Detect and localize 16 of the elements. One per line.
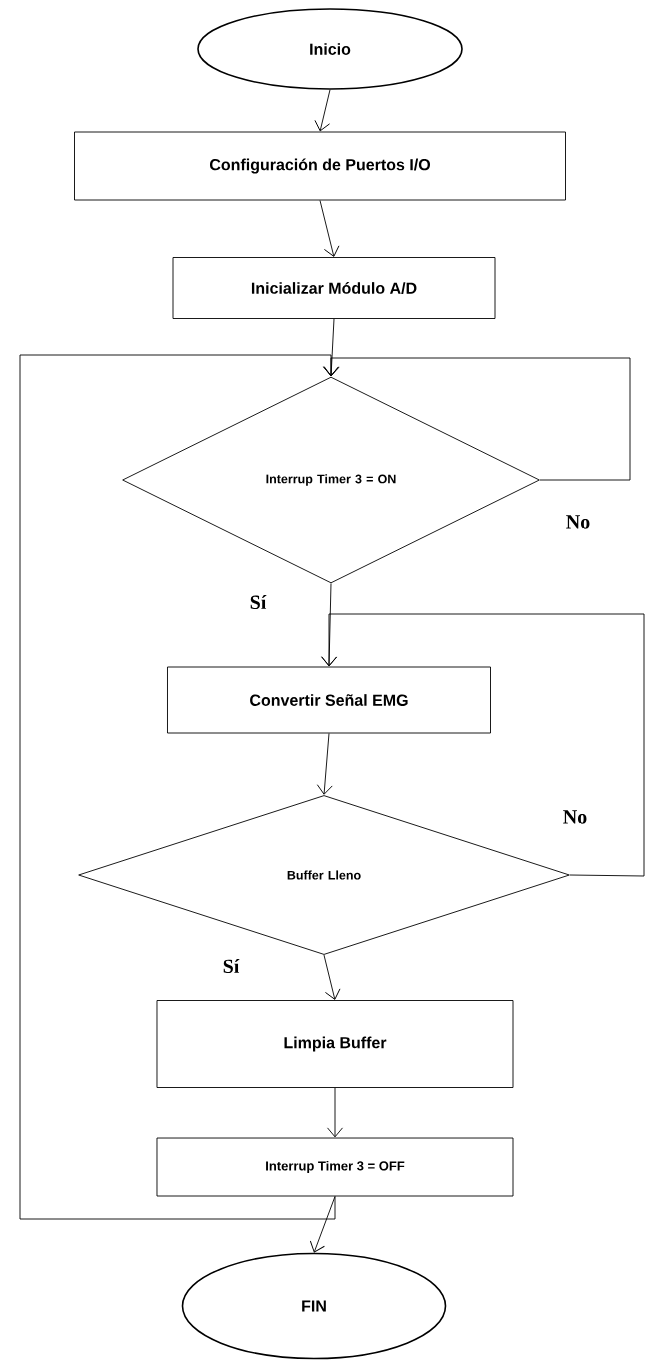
arrow [323,954,341,1000]
process-box: Inicializar Módulo A/D [172,257,496,319]
edge-label: No [564,514,592,530]
process-box: Limpia Buffer [156,1000,514,1088]
edge-label: Sí [221,957,241,975]
process-box: Configuración de Puertos I/O [74,131,566,201]
arrow [319,200,340,257]
arrow [327,1087,343,1138]
process-box: Interrup Timer 3 = OFF [156,1137,514,1197]
arrow [316,733,333,795]
process-box: Convertir Señal EMG [167,666,491,734]
arrow [19,354,339,1220]
arrow [314,89,331,132]
arrow [309,1196,336,1253]
edge-label: Sí [248,593,268,611]
arrow [321,613,645,877]
